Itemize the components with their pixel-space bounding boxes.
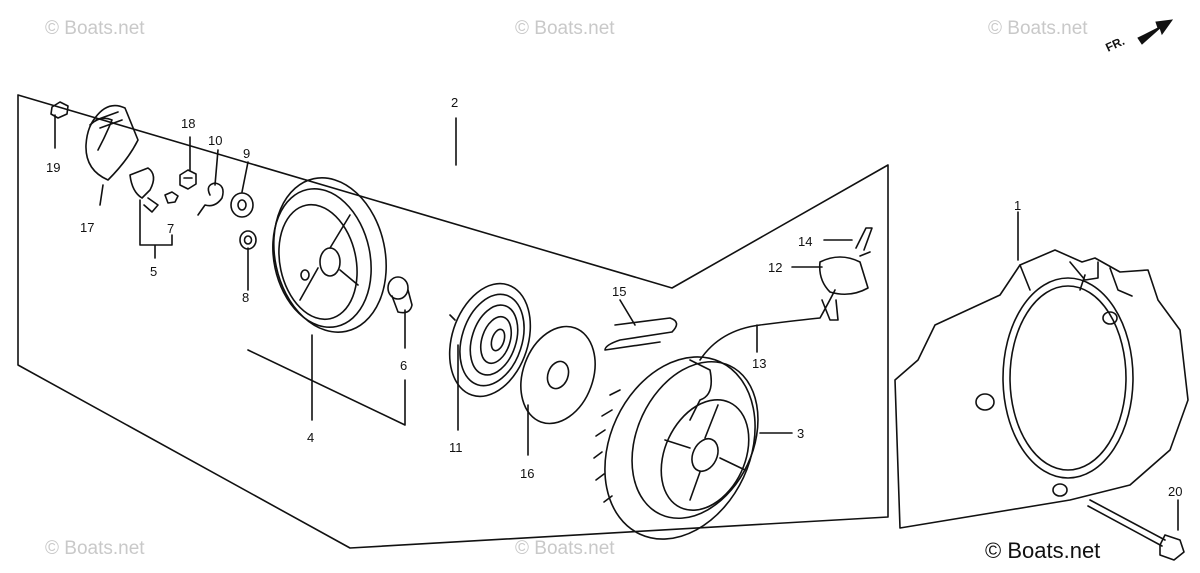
callout-5: 5	[150, 264, 157, 279]
callout-20: 20	[1168, 484, 1182, 499]
callout-4: 4	[307, 430, 314, 445]
callout-18: 18	[181, 116, 195, 131]
callout-14: 14	[798, 234, 812, 249]
callout-2: 2	[451, 95, 458, 110]
watermark-bottom-center: © Boats.net	[515, 538, 615, 559]
part-17-shroud	[85, 104, 139, 181]
part-19-nut	[50, 101, 69, 119]
part-14-pin	[855, 227, 873, 257]
callout-16: 16	[520, 466, 534, 481]
callout-7: 7	[167, 221, 174, 236]
part-18-nut	[179, 169, 197, 190]
callout-1: 1	[1014, 198, 1021, 213]
callout-11: 11	[449, 440, 463, 455]
part-16-plate	[520, 325, 596, 425]
part-10-spring-clip	[197, 182, 224, 216]
watermark-top-left: © Boats.net	[45, 18, 145, 39]
callout-19: 19	[46, 160, 60, 175]
callouts: 1 2 3 4 5 6 7 8 9 10 11 12 13 14 15 16 1…	[46, 95, 1182, 499]
part-5-pawl	[129, 167, 159, 213]
watermark-top-right: © Boats.net	[988, 18, 1088, 39]
part-7-bolt	[164, 191, 179, 204]
part-15-clip	[604, 317, 678, 351]
leader-lines	[54, 114, 1179, 531]
watermark-bottom-right: © Boats.net	[985, 538, 1101, 563]
assembly-outline	[17, 94, 889, 549]
callout-13: 13	[752, 356, 766, 371]
part-11-recoil-spring	[448, 282, 532, 398]
part-1-fan-cover	[894, 249, 1189, 529]
arrow-icon	[1137, 19, 1174, 45]
watermark-top-center: © Boats.net	[515, 18, 615, 39]
callout-15: 15	[612, 284, 626, 299]
callout-8: 8	[242, 290, 249, 305]
part-8-bushing	[239, 230, 257, 250]
callout-9: 9	[243, 146, 250, 161]
callout-17: 17	[80, 220, 94, 235]
part-3-starter-case	[593, 356, 759, 540]
part-12-grip	[818, 256, 869, 321]
callout-10: 10	[208, 133, 222, 148]
part-9-washer	[230, 192, 254, 218]
front-indicator-label: FR.	[1103, 34, 1126, 55]
part-20-bolt	[1087, 499, 1185, 561]
part-6-collar	[387, 276, 413, 314]
front-indicator: FR.	[1103, 19, 1174, 55]
callout-3: 3	[797, 426, 804, 441]
callout-6: 6	[400, 358, 407, 373]
callout-12: 12	[768, 260, 782, 275]
part-4-starter-pulley	[272, 177, 387, 333]
part-13-rope	[699, 289, 836, 361]
watermark-bottom-left: © Boats.net	[45, 538, 145, 559]
